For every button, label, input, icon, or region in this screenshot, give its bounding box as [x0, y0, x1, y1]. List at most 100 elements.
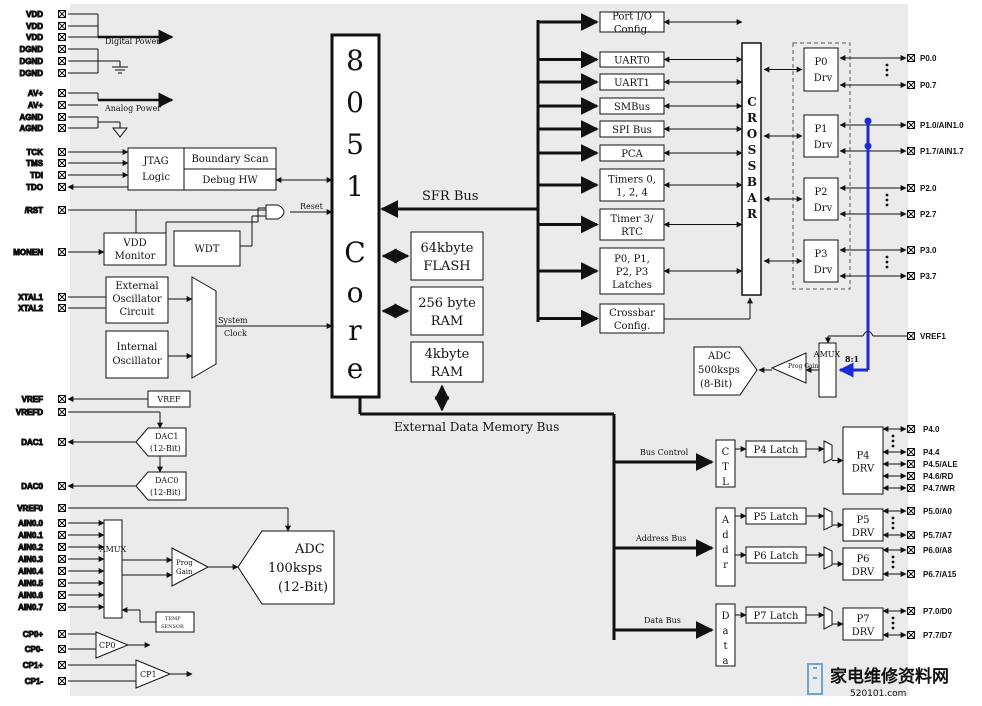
port-pin-marker-x2	[907, 272, 915, 280]
core-letter: 5	[346, 128, 364, 161]
port-driver-name: P2	[814, 187, 827, 198]
ellipsis-dot	[885, 68, 889, 72]
bus-interface-block	[715, 603, 736, 667]
sfr-bus-label: SFR Bus	[422, 189, 478, 204]
peripheral-label: Config.	[614, 321, 650, 332]
left-pin-marker-x2	[58, 89, 66, 97]
system-clock-label-1: System	[218, 316, 248, 325]
wdt-block	[173, 230, 241, 267]
flash-label-1: 64kbyte	[420, 241, 473, 256]
left-pin-label: XTAL1	[18, 293, 43, 302]
port-driver-block	[803, 114, 839, 158]
cp1-block	[135, 659, 172, 689]
mux-symbol	[823, 507, 833, 531]
left-pin-label: AIN0.6	[18, 591, 43, 600]
left-pin-marker-x2	[58, 591, 66, 599]
left-pin-marker-x2	[58, 33, 66, 41]
ext-osc-label-3: Circuit	[120, 307, 155, 318]
ram256-label-1: 256 byte	[418, 296, 476, 311]
port-pin-label: P1.7/AIN1.7	[920, 147, 964, 156]
bus-interface-letter: d	[722, 530, 729, 541]
port-pin-marker-x2	[907, 54, 915, 62]
jtag-wiring	[67, 149, 333, 190]
bus-interface-letter: A	[721, 515, 730, 526]
peripheral-label: PCA	[621, 149, 643, 160]
ellipsis-dot	[891, 565, 895, 569]
left-pin-marker-x2	[58, 579, 66, 587]
left-pin-label: AIN0.7	[18, 603, 43, 612]
wdt-label: WDT	[195, 244, 220, 255]
left-pin-label: AGND	[19, 124, 43, 133]
port-driver-drv: Drv	[814, 265, 833, 276]
port-pin-label: P3.0	[920, 246, 937, 255]
vdd-monitor-label-1: VDD	[122, 238, 146, 249]
port-pin-marker-x2	[907, 184, 915, 192]
ellipsis-dot	[885, 73, 889, 77]
left-pin-marker-x2	[58, 677, 66, 685]
lower-pin-label: P7.0/D0	[923, 607, 952, 616]
core-letter: 0	[346, 86, 364, 119]
peripheral-label: Config.	[614, 25, 650, 36]
left-pin-label: VDD	[26, 10, 43, 19]
port-drv-label: DRV	[852, 528, 875, 539]
left-pin-label: AIN0.1	[18, 531, 43, 540]
lower-pin-marker-x2	[907, 472, 915, 480]
dac0-label-1: DAC0	[155, 476, 178, 485]
crossbar-letter: S	[748, 159, 757, 173]
left-pin-group: VDDVDDVDDDGNDDGNDDGNDAV+AV+AGNDAGNDTCKTM…	[13, 10, 66, 687]
mux-symbol	[823, 606, 833, 630]
left-pin-marker-x2	[58, 45, 66, 53]
jtag-block	[127, 147, 277, 191]
crossbar-block	[741, 42, 762, 296]
reset-label: Reset	[300, 202, 324, 211]
vref1-pin-marker-x2	[907, 332, 915, 340]
port-driver-frame	[792, 42, 851, 290]
jtag-logic-label-1: JTAG	[142, 156, 168, 167]
left-pin-marker-x2	[58, 248, 66, 256]
latch-label: P5 Latch	[754, 512, 799, 523]
left-pin-label: XTAL2	[18, 304, 43, 313]
left-pin-marker-x2	[58, 69, 66, 77]
temp-sensor-label-2: SENSOR	[161, 624, 184, 630]
ellipsis-dot	[891, 621, 895, 625]
ellipsis-dot	[885, 203, 889, 207]
cp0-block	[95, 631, 130, 659]
mux-symbol	[823, 440, 833, 464]
reset-wiring	[68, 204, 333, 255]
peripheral-label: P0, P1,	[614, 254, 650, 265]
dac1-label-2: (12-Bit)	[150, 444, 181, 453]
lower-pin-label: P4.0	[923, 425, 940, 434]
amux-small-label: AMUX	[813, 350, 841, 359]
bus-interface-letter: C	[722, 447, 730, 458]
crossbar-letter: C	[747, 95, 757, 109]
left-pin-marker-x2	[58, 206, 66, 214]
int-osc-label-2: Oscillator	[112, 356, 162, 367]
xram-label-2: RAM	[431, 365, 464, 380]
ellipsis-dot	[891, 626, 895, 630]
crossbar-letter: S	[748, 143, 757, 157]
left-pin-label: /RST	[25, 206, 43, 215]
left-pin-marker-x2	[58, 519, 66, 527]
port-drv-name: P6	[856, 554, 869, 565]
left-pin-marker-x2	[58, 567, 66, 575]
port-pin-marker-x2	[907, 121, 915, 129]
adc8-wiring	[758, 330, 908, 373]
lower-pin-marker-x2	[907, 531, 915, 539]
port-driver-name: P3	[814, 249, 827, 260]
port-drv-name: P4	[856, 451, 869, 462]
adc12-label-2: 100ksps	[268, 561, 322, 576]
adc12-label-1: ADC	[294, 542, 325, 557]
peripheral-label: RTC	[621, 227, 643, 238]
left-pin-label: TDI	[30, 171, 43, 180]
peripheral-label: P2, P3	[616, 267, 649, 278]
lower-pin-marker-x2	[907, 507, 915, 515]
bus-interface-letter: a	[723, 656, 729, 667]
left-pin-label: TCK	[27, 148, 44, 157]
lower-pin-marker-x2	[907, 607, 915, 615]
ext-osc-label-2: Oscillator	[112, 294, 162, 305]
pga-label-1: Prog	[176, 559, 193, 567]
left-pin-label: VDD	[26, 22, 43, 31]
left-pin-label: AIN0.2	[18, 543, 43, 552]
lower-pin-label: P7.7/D7	[923, 631, 952, 640]
lower-pin-marker-x2	[907, 631, 915, 639]
